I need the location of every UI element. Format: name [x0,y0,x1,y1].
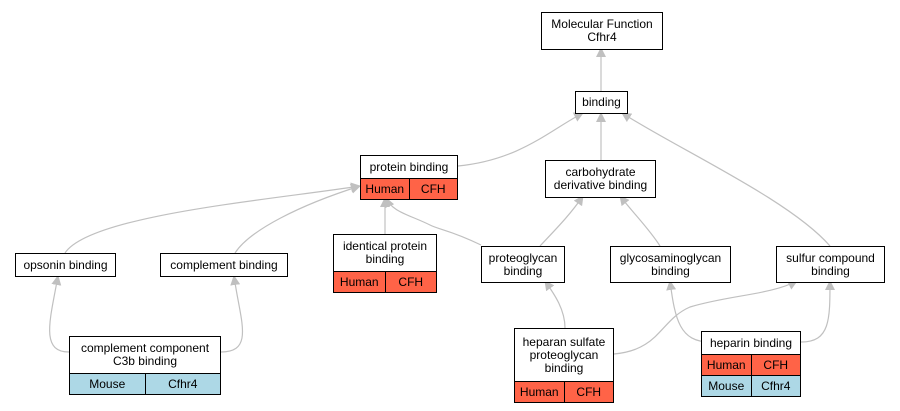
node-label: complement component C3b binding [80,341,210,368]
node-label: sulfur compound binding [786,250,875,278]
node-label: complement binding [170,257,278,272]
node-label: Molecular Function Cfhr4 [551,17,653,44]
species-cell: Human [365,181,405,196]
node-proteoglycan[interactable]: proteoglycan binding [481,246,565,283]
gene-cell: Cfhr4 [144,374,221,394]
species-cell: Mouse [89,376,126,391]
node-label: heparin binding [709,335,793,350]
edge-gag-to-carb [619,195,661,247]
gene-cell: CFH [563,382,614,402]
species-row-human: Human CFH [702,354,800,375]
edge-hspg-to-proteoglycan [544,280,566,329]
node-mf[interactable]: Molecular Function Cfhr4 [541,12,663,50]
node-label: glycosaminoglycan binding [619,250,722,278]
node-label: binding [582,95,621,109]
edge-proteoglycan-to-carb [539,195,584,247]
species-cell: Human [519,384,559,399]
species-row-human: Human CFH [515,381,613,402]
gene-cell: CFH [384,272,437,292]
node-binding[interactable]: binding [575,91,628,114]
edge-sulfur-to-binding [621,112,831,247]
gene-cell: CFH [750,355,801,375]
edge-heparin-to-sulfur [800,280,835,343]
node-gag[interactable]: glycosaminoglycan binding [610,246,731,283]
gene-cell: Cfhr4 [750,376,801,396]
node-sulfur[interactable]: sulfur compound binding [776,246,885,283]
species-row-human: Human CFH [334,271,436,292]
species-cell: Human [339,274,379,289]
species-cell: Mouse [708,378,745,393]
node-complement[interactable]: complement binding [160,253,288,277]
node-label: protein binding [369,159,449,174]
edge-opsonin-to-protein [64,182,361,254]
node-label: proteoglycan binding [488,250,558,278]
node-label: opsonin binding [23,257,108,272]
node-carb[interactable]: carbohydrate derivative binding [545,160,656,198]
edge-c3b-to-opsonin [49,275,70,353]
node-opsonin[interactable]: opsonin binding [15,253,116,277]
gene-cell: CFH [408,179,458,199]
species-cell: Human [706,357,746,372]
edge-hspg-to-sulfur [613,280,798,355]
edge-protein-to-binding [457,112,584,167]
node-label: identical protein binding [342,239,428,266]
species-row-mouse: Mouse Cfhr4 [702,375,800,396]
node-label: carbohydrate derivative binding [553,165,648,192]
species-row-mouse: Mouse Cfhr4 [70,373,220,394]
edge-proteoglycan-to-protein [384,197,482,246]
edge-complement-to-protein [234,183,361,254]
edge-c3b-to-complement [220,275,244,353]
node-label: heparan sulfate proteoglycan binding [522,334,606,375]
